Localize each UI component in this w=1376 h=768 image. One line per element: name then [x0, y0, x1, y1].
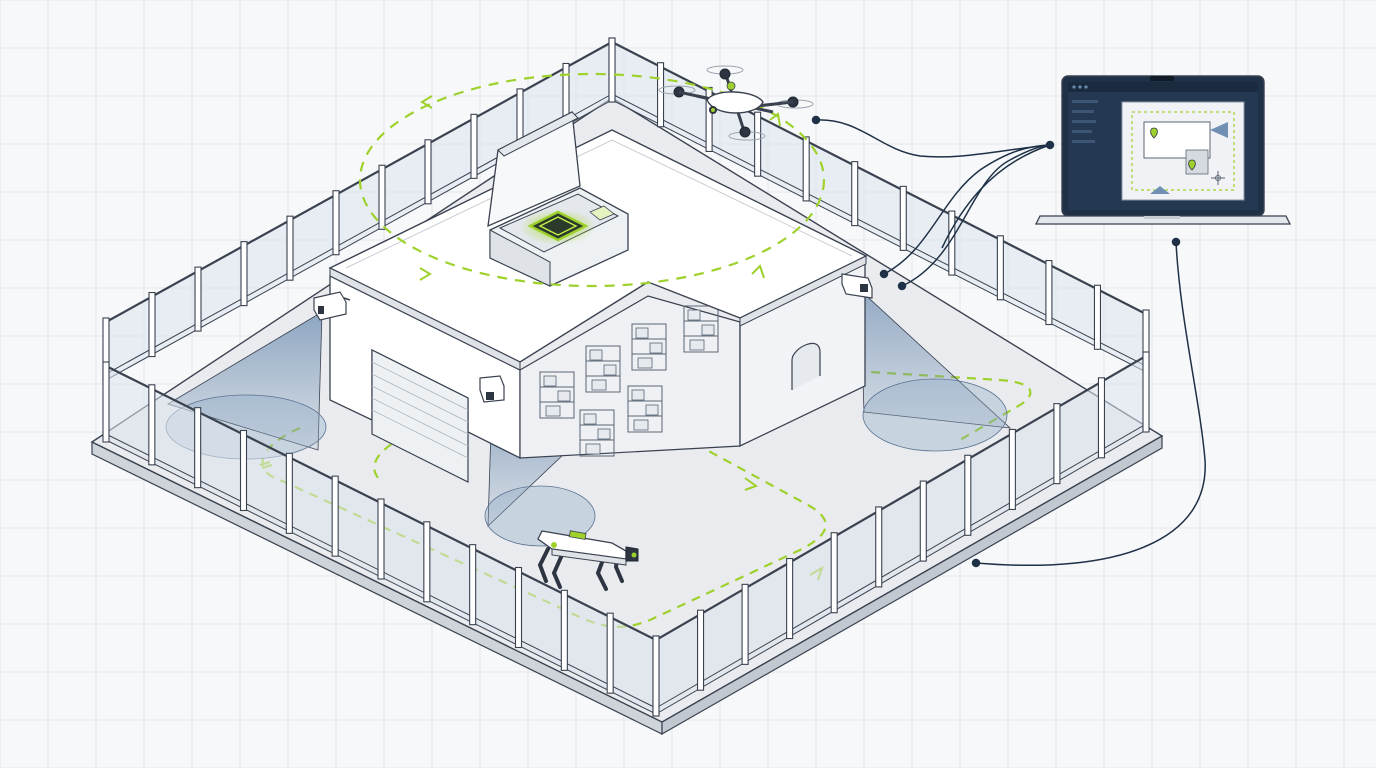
- fence-post: [1093, 284, 1102, 350]
- fence-post: [148, 384, 156, 466]
- robot-link-cable: [975, 241, 1206, 567]
- fence-post: [1053, 403, 1061, 485]
- shelf-rack: [627, 385, 663, 433]
- fence-post: [102, 361, 110, 443]
- fence-post: [851, 161, 859, 227]
- fence-post: [996, 235, 1004, 301]
- fence-post: [606, 612, 614, 694]
- camera-east-field-of-view: [859, 289, 1012, 452]
- fence-post: [331, 475, 339, 557]
- fence-post: [696, 609, 705, 691]
- fence-post: [240, 241, 248, 307]
- fence-post: [786, 557, 794, 640]
- fence-post: [469, 544, 477, 626]
- shelf-rack: [683, 305, 719, 353]
- fence-post: [377, 498, 385, 580]
- fence-post: [652, 635, 660, 717]
- perimeter-fence-back-right: [608, 37, 1150, 375]
- fence-post: [470, 113, 478, 179]
- fence-post: [378, 164, 386, 230]
- fence-post: [514, 566, 523, 649]
- network-connections: [811, 115, 1206, 568]
- fence-post: [285, 452, 293, 534]
- fence-post: [1045, 259, 1053, 326]
- fence-post: [194, 407, 202, 489]
- shelf-rack: [631, 323, 667, 371]
- robot-dog: [537, 530, 639, 591]
- drone-link-cable: [815, 119, 1051, 158]
- fence-post: [1008, 428, 1016, 511]
- warehouse-shelving: [539, 305, 719, 457]
- fence-post: [332, 190, 340, 256]
- camera-east: [841, 273, 873, 299]
- drone-patrol-loop: [358, 72, 826, 288]
- camera-front: [479, 375, 505, 403]
- camera-east-link-cable: [883, 144, 1051, 275]
- fence-post: [424, 139, 432, 205]
- fence-post: [608, 37, 616, 103]
- drone-dock: [487, 110, 629, 287]
- fence-post: [802, 136, 810, 202]
- fence-post: [899, 185, 907, 251]
- fence-post: [830, 532, 838, 614]
- fence-post: [741, 583, 749, 665]
- fence-post: [286, 215, 294, 281]
- laptop-sidebar: [1072, 100, 1098, 143]
- fence-link-cable: [901, 144, 1051, 287]
- shelf-rack: [585, 345, 621, 393]
- fence-post: [239, 429, 248, 512]
- perimeter-fence-front-right: [652, 351, 1150, 717]
- fence-post: [964, 454, 972, 536]
- shelf-rack: [539, 371, 575, 419]
- fence-post: [919, 480, 927, 562]
- fence-post: [560, 589, 568, 671]
- fence-post: [1142, 351, 1150, 433]
- fence-post: [148, 291, 156, 358]
- shelf-rack: [579, 409, 615, 457]
- fence-post: [754, 111, 762, 177]
- ground-link-cable: [941, 144, 1051, 249]
- fence-post: [656, 62, 665, 128]
- fence-post: [423, 521, 431, 603]
- monitoring-laptop: [1034, 75, 1292, 225]
- drone: [658, 65, 814, 141]
- fence-post: [1097, 377, 1106, 459]
- fence-post: [194, 266, 202, 332]
- camera-west: [313, 291, 351, 321]
- laptop-site-map: [1121, 101, 1245, 201]
- fence-post: [875, 506, 883, 588]
